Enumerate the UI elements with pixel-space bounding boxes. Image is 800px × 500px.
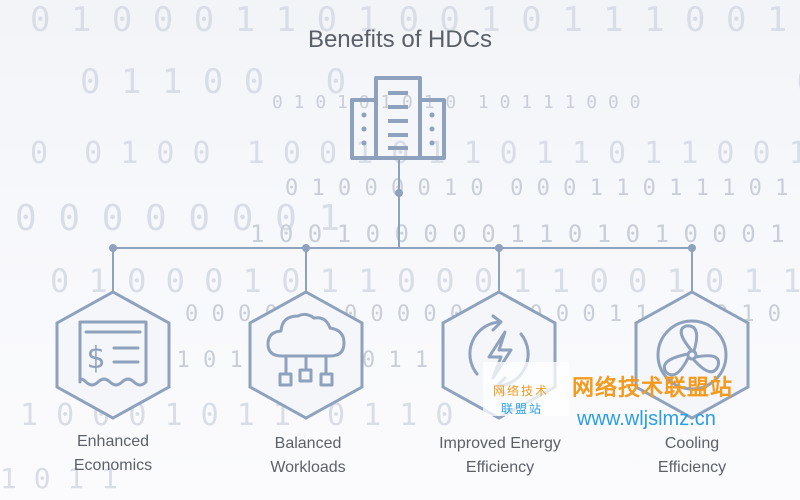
watermark-box: 网络技术 联盟站: [483, 362, 569, 416]
svg-text:$: $: [86, 341, 105, 376]
watermark-small-line2: 联盟站: [501, 402, 544, 416]
junction-dot: [688, 244, 696, 252]
receipt-dollar-icon: $: [78, 320, 148, 387]
caption-line: Cooling: [664, 435, 720, 452]
page-title: Benefits of HDCs: [307, 26, 493, 53]
caption-improved-energy-efficiency: Improved Energy Efficiency: [420, 432, 580, 480]
caption-line: Economics: [73, 457, 153, 474]
caption-line: Balanced: [274, 435, 342, 452]
junction-dots: [109, 189, 696, 252]
fan-icon: [656, 319, 728, 391]
caption-enhanced-economics: Enhanced Economics: [33, 430, 193, 478]
watermark-url: www.wljslmz.cn: [577, 408, 716, 430]
watermark-small-line1: 网络技术: [493, 384, 550, 398]
junction-dot: [395, 189, 403, 197]
caption-line: Enhanced: [76, 433, 150, 450]
building-icon: [350, 76, 446, 160]
cloud-network-icon: [266, 312, 346, 387]
junction-dot: [109, 244, 117, 252]
caption-line: Efficiency: [657, 459, 727, 476]
watermark-brand: 网络技术联盟站: [572, 375, 734, 400]
caption-cooling-efficiency: Cooling Efficiency: [612, 432, 772, 480]
caption-balanced-workloads: Balanced Workloads: [228, 432, 388, 480]
connector-lines: [112, 160, 693, 292]
junction-dot: [302, 244, 310, 252]
caption-line: Efficiency: [465, 459, 535, 476]
junction-dot: [495, 244, 503, 252]
hexagon-cooling: [634, 290, 750, 420]
caption-line: Improved Energy: [439, 435, 561, 452]
hexagon-economics: [55, 290, 171, 420]
caption-line: Workloads: [270, 459, 346, 476]
